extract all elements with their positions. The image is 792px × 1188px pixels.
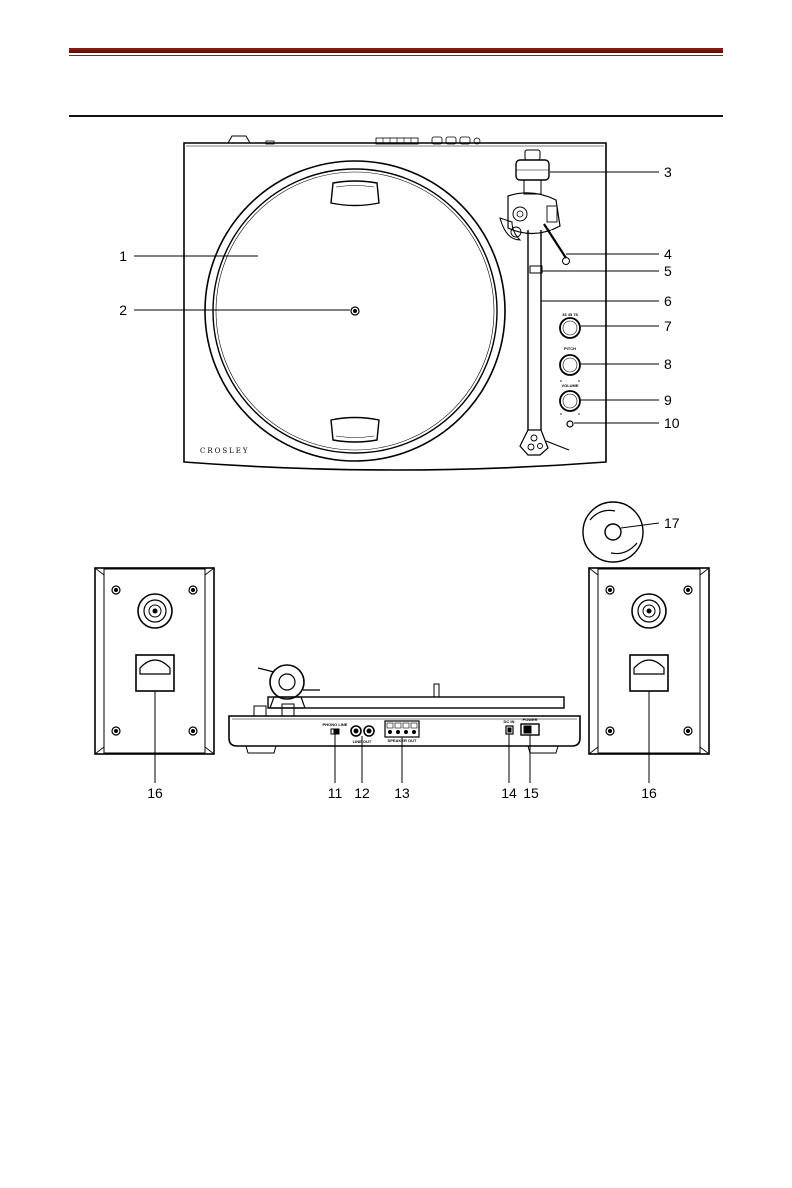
- callout-2: 2: [119, 302, 127, 318]
- indicator-light: [567, 421, 573, 427]
- callout-15: 15: [523, 785, 539, 801]
- volume-label: VOLUME: [561, 383, 578, 388]
- callout-6: 6: [664, 293, 672, 309]
- speed-label: 33 45 78: [562, 312, 578, 317]
- adapter-45: [583, 502, 659, 562]
- callout-12: 12: [354, 785, 370, 801]
- callout-16-left: 16: [147, 785, 163, 801]
- pitch-label: PITCH: [564, 346, 576, 351]
- callout-16-right: 16: [641, 785, 657, 801]
- right-speaker: [589, 568, 709, 783]
- callout-7: 7: [664, 318, 672, 334]
- callout-17: 17: [664, 515, 680, 531]
- callout-13: 13: [394, 785, 410, 801]
- callout-11: 11: [328, 785, 343, 801]
- callout-1: 1: [119, 248, 127, 264]
- callout-10: 10: [664, 415, 680, 431]
- callout-8: 8: [664, 356, 672, 372]
- switch-label: PHONO LINE: [323, 722, 348, 727]
- brand-logo: CROSLEY: [200, 447, 250, 455]
- callout-4: 4: [664, 246, 672, 262]
- dc-in-label: DC IN: [504, 719, 515, 724]
- callout-9: 9: [664, 392, 672, 408]
- left-speaker: [95, 568, 214, 783]
- callout-5: 5: [664, 263, 672, 279]
- power-label: POWER: [522, 717, 537, 722]
- callout-14: 14: [501, 785, 517, 801]
- turntable-top-view: [184, 136, 606, 470]
- callout-leaders-top: [134, 172, 659, 423]
- callout-3: 3: [664, 164, 672, 180]
